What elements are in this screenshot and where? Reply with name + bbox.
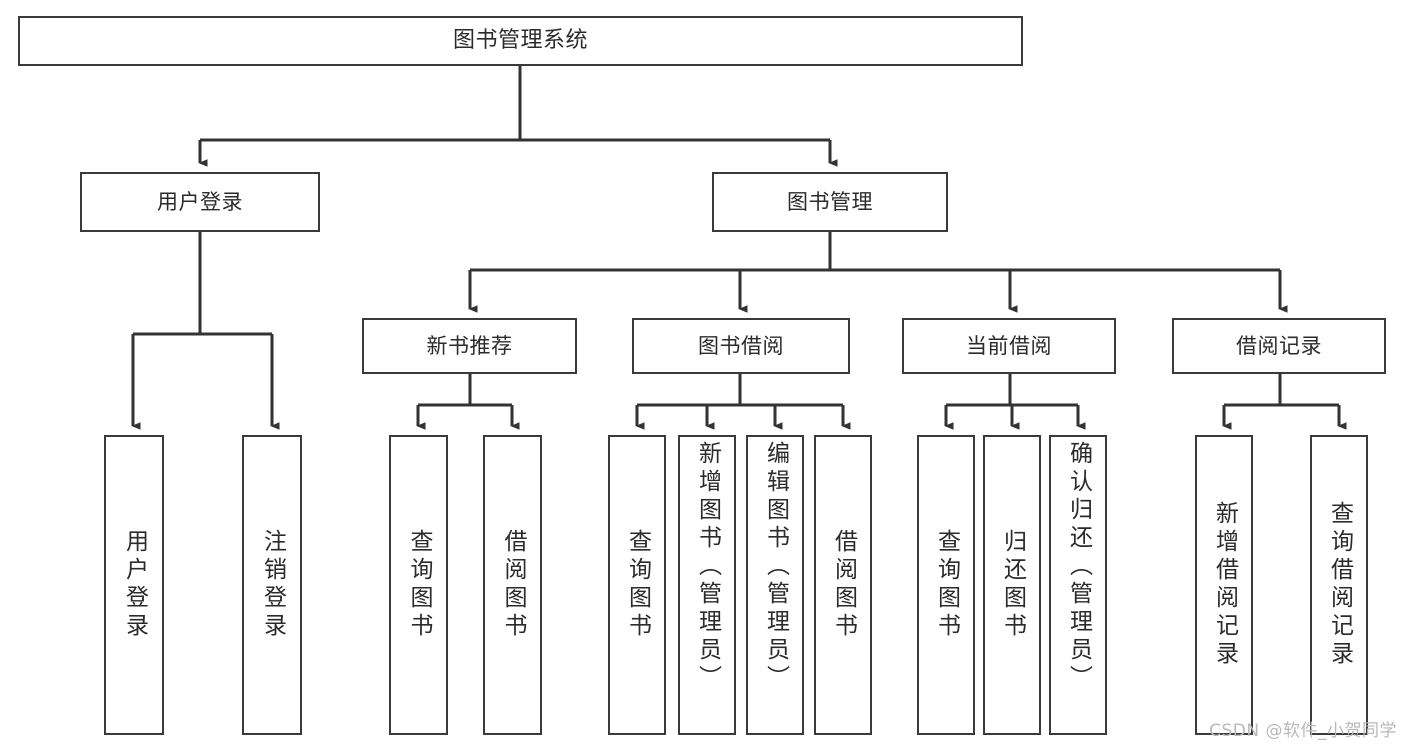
node-current-borrow[interactable]: 当前借阅 [902,318,1116,374]
node-leaf-query-borrow-record[interactable]: 查询借阅记录 [1310,435,1368,735]
node-current-borrow-label: 当前借阅 [966,333,1052,358]
node-leaf-borrow-book-2[interactable]: 借阅图书 [814,435,872,735]
node-leaf-query-book-2[interactable]: 查询图书 [608,435,666,735]
node-leaf-confirm-return[interactable]: 确认归还（管理员） [1049,435,1107,735]
node-leaf-user-logout[interactable]: 注销登录 [242,435,302,735]
node-leaf-query-book-3[interactable]: 查询图书 [917,435,975,735]
node-leaf-borrow-book-1-label: 借阅图书 [500,529,526,641]
node-leaf-query-book-1-label: 查询图书 [406,529,432,641]
node-book-borrow-label: 图书借阅 [698,333,784,358]
node-leaf-borrow-book-2-label: 借阅图书 [830,529,857,641]
node-user-login-label: 用户登录 [157,189,243,214]
node-leaf-query-borrow-record-label: 查询借阅记录 [1326,501,1353,669]
node-leaf-user-logout-label: 注销登录 [259,529,286,641]
node-book-manage-label: 图书管理 [787,189,873,214]
csdn-watermark: CSDN @软件_小贺同学 [1209,721,1397,741]
node-borrow-record[interactable]: 借阅记录 [1172,318,1386,374]
node-leaf-edit-book[interactable]: 编辑图书（管理员） [746,435,804,735]
node-borrow-record-label: 借阅记录 [1236,333,1322,358]
node-leaf-query-book-1[interactable]: 查询图书 [389,435,448,735]
node-leaf-borrow-book-1[interactable]: 借阅图书 [483,435,542,735]
node-leaf-add-book-label: 新增图书（管理员） [694,441,721,693]
node-leaf-return-book-label: 归还图书 [999,529,1026,641]
node-book-borrow[interactable]: 图书借阅 [632,318,850,374]
node-book-manage[interactable]: 图书管理 [712,172,948,232]
node-new-book-recommend-label: 新书推荐 [426,333,513,358]
node-leaf-return-book[interactable]: 归还图书 [983,435,1041,735]
node-leaf-add-book[interactable]: 新增图书（管理员） [678,435,736,735]
node-leaf-user-login[interactable]: 用户登录 [104,435,164,735]
node-leaf-query-book-3-label: 查询图书 [933,529,960,641]
node-leaf-user-login-label: 用户登录 [121,529,148,641]
node-new-book-recommend[interactable]: 新书推荐 [362,318,577,374]
node-root-label: 图书管理系统 [452,28,588,54]
node-user-login[interactable]: 用户登录 [80,172,320,232]
node-leaf-query-book-2-label: 查询图书 [624,529,651,641]
node-leaf-edit-book-label: 编辑图书（管理员） [762,441,789,693]
node-root[interactable]: 图书管理系统 [18,16,1023,66]
node-leaf-add-borrow-record-label: 新增借阅记录 [1211,501,1238,669]
node-leaf-confirm-return-label: 确认归还（管理员） [1065,441,1092,693]
node-leaf-add-borrow-record[interactable]: 新增借阅记录 [1195,435,1253,735]
